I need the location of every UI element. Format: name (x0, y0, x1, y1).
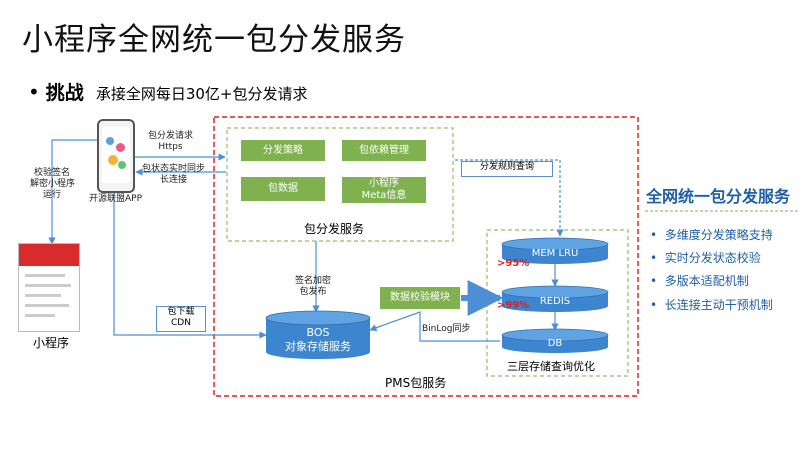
redis-cylinder (501, 285, 609, 312)
side-item-text: 多维度分发策略支持 (664, 228, 773, 242)
page-title: 小程序全网统一包分发服务 (22, 22, 406, 58)
side-item-text: 实时分发状态校验 (664, 251, 761, 265)
bullet-icon: • (650, 228, 658, 242)
pct-redis: >99% (497, 300, 530, 311)
side-item-text: 多版本适配机制 (664, 274, 749, 288)
verify-note-line: 运行 (42, 190, 61, 200)
sign-label-line: 包发布 (299, 287, 327, 297)
sync-label-line: 长连接 (160, 175, 188, 185)
package-data-box: 包数据 (241, 177, 325, 201)
bos-cylinder (265, 310, 371, 359)
dispatch-boundary (226, 127, 454, 242)
verify-note: 校验签名 解密小程序 运行 (30, 168, 76, 201)
download-label-line: 包下载 (167, 307, 195, 317)
verify-note-line: 解密小程序 (30, 179, 76, 189)
request-label: 包分发请求 Https (148, 131, 193, 153)
mini-program-screenshot (18, 243, 80, 332)
request-label-line: 包分发请求 (148, 131, 194, 141)
db-label: DB (547, 338, 563, 349)
challenge-label: 挑战 (45, 82, 84, 104)
sync-label: 包状态实时同步 长连接 (142, 164, 205, 186)
bos-line1: BOS (306, 326, 330, 339)
bos-line2: 对象存储服务 (285, 340, 351, 353)
challenge-line: •挑战承接全网每日30亿+包分发请求 (28, 78, 307, 105)
download-label-line: CDN (171, 318, 191, 328)
mini-program-label: 小程序 (33, 336, 70, 350)
rule-query-label: 分发规则查询 (461, 161, 553, 177)
download-arrow (113, 193, 267, 339)
side-item-text: 长连接主动干预机制 (664, 298, 773, 312)
verify-note-line: 校验签名 (33, 168, 70, 178)
side-item: • 实时分发状态校验 (650, 249, 761, 266)
bullet-icon: • (650, 251, 658, 265)
db-cylinder (501, 328, 609, 353)
request-label-line: Https (158, 142, 183, 152)
meta-box: 小程序 Meta信息 (342, 177, 426, 203)
bullet-icon: • (650, 298, 658, 312)
sign-label: 签名加密 包发布 (295, 276, 331, 298)
strategy-box: 分发策略 (241, 140, 325, 161)
side-item: • 长连接主动干预机制 (650, 296, 773, 313)
binlog-label: BinLog同步 (422, 324, 471, 334)
side-title: 全网统一包分发服务 (646, 187, 791, 206)
storage-label: 三层存储查询优化 (507, 360, 595, 373)
pms-boundary (213, 116, 639, 397)
side-item: • 多版本适配机制 (650, 272, 749, 289)
rule-query-arrow (455, 159, 564, 237)
bos-label: BOS 对象存储服务 (266, 326, 370, 354)
sync-label-line: 包状态实时同步 (142, 164, 206, 174)
verify-module-box: 数据校验模块 (380, 287, 460, 309)
bullet-icon: • (28, 80, 40, 104)
bullet-icon: • (650, 274, 658, 288)
pct-mem: >95% (497, 258, 530, 269)
mem-label: MEM LRU (531, 248, 579, 259)
side-item: • 多维度分发策略支持 (650, 226, 773, 243)
sign-label-line: 签名加密 (295, 276, 332, 286)
app-phone-icon (97, 119, 135, 193)
download-label: 包下载 CDN (156, 306, 206, 332)
binlog-arrow (369, 311, 500, 342)
dependency-box: 包依赖管理 (342, 140, 426, 161)
pms-label: PMS包服务 (385, 376, 447, 390)
redis-label: REDIS (539, 296, 571, 307)
mem-cylinder (501, 237, 609, 264)
app-label: 开源联盟APP (89, 194, 143, 204)
dispatch-label: 包分发服务 (304, 222, 365, 236)
challenge-text: 承接全网每日30亿+包分发请求 (95, 85, 308, 103)
